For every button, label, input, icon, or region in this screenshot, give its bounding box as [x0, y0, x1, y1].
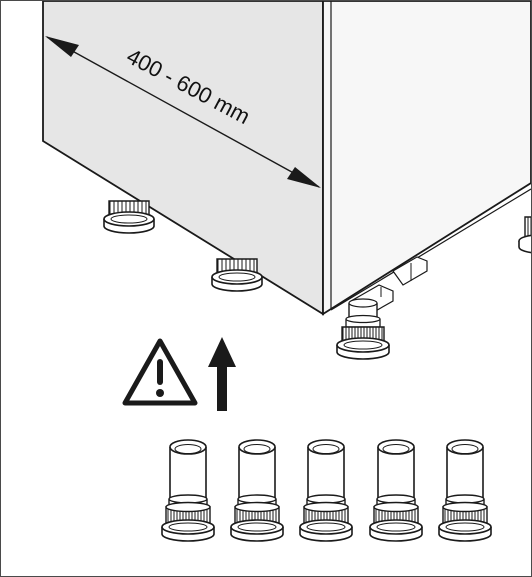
cabinet-front-face — [42, 1, 324, 316]
mounted-foot-front-left — [211, 258, 263, 292]
spare-foot-3 — [299, 439, 353, 542]
mounted-foot-front-corner — [336, 298, 390, 360]
spare-foot-1 — [161, 439, 215, 542]
spare-foot-2 — [230, 439, 284, 542]
mounted-foot-back-left — [103, 200, 155, 234]
dimension-arrow-left — [45, 36, 79, 57]
cabinet — [42, 1, 531, 318]
mounted-feet — [103, 200, 531, 360]
cabinet-side-face — [322, 1, 531, 316]
spare-foot-4 — [369, 439, 423, 542]
spare-foot-5 — [438, 439, 492, 542]
warning-triangle-icon — [122, 338, 198, 406]
up-arrow-icon — [208, 337, 236, 411]
spare-feet-row — [161, 439, 492, 542]
mounted-foot-right-edge — [518, 216, 531, 254]
dimension-arrow-right — [287, 167, 321, 188]
